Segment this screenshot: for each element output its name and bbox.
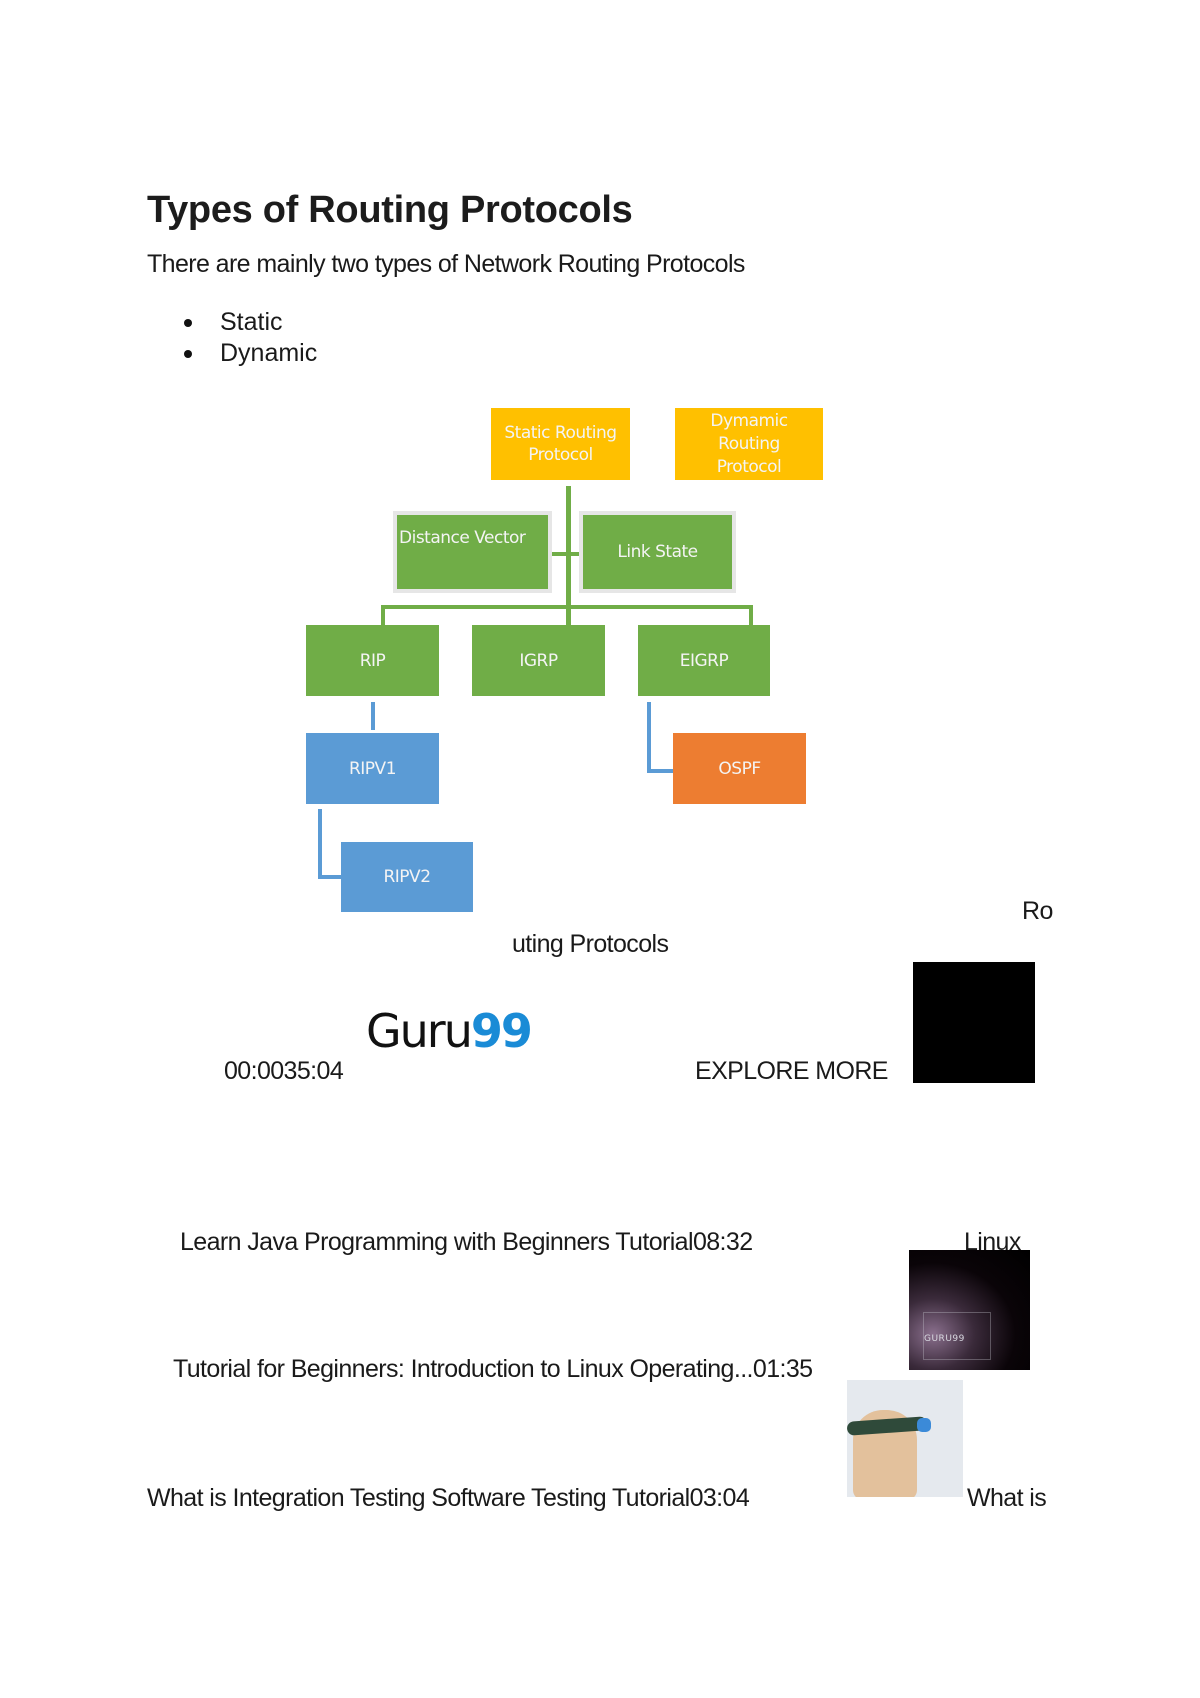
- node-ripv2: RIPV2: [341, 842, 473, 912]
- thumbnail-card-shape: [923, 1312, 991, 1360]
- bullet-icon: [184, 350, 192, 358]
- related-video-title[interactable]: Learn Java Programming with Beginners Tu…: [180, 1228, 753, 1256]
- related-video-title[interactable]: What is Integration Testing Software Tes…: [147, 1484, 750, 1512]
- bullet-icon: [184, 319, 192, 327]
- explore-more-link[interactable]: EXPLORE MORE: [695, 1057, 888, 1085]
- node-distance-vector: Distance Vector: [393, 511, 552, 593]
- linux-tutorial-thumbnail[interactable]: GURU99: [909, 1250, 1030, 1370]
- page-title: Types of Routing Protocols: [147, 189, 633, 231]
- node-ripv1: RIPV1: [306, 733, 439, 804]
- connector-line: [647, 769, 673, 773]
- connector-line: [647, 702, 651, 772]
- intro-paragraph: There are mainly two types of Network Ro…: [147, 250, 745, 278]
- connector-line: [381, 605, 753, 609]
- video-time: 00:0035:04: [224, 1057, 344, 1085]
- guru99-logo: Guru99: [366, 1004, 533, 1058]
- connector-line: [552, 552, 583, 556]
- routing-types-list: Static Dynamic: [147, 307, 317, 369]
- connector-line: [371, 702, 375, 730]
- connector-line: [318, 875, 341, 879]
- pen-tip-shape: [917, 1418, 931, 1432]
- node-link-state: Link State: [579, 511, 736, 593]
- node-eigrp: EIGRP: [638, 625, 770, 696]
- caption-fragment: uting Protocols: [512, 930, 669, 958]
- connector-line: [381, 605, 385, 625]
- node-static-routing-protocol: Static Routing Protocol: [491, 408, 630, 480]
- list-item: Dynamic: [147, 338, 317, 369]
- integration-testing-thumbnail[interactable]: [847, 1380, 963, 1497]
- list-item: Static: [147, 307, 317, 338]
- connector-line: [749, 605, 753, 625]
- node-igrp: IGRP: [472, 625, 605, 696]
- caption-fragment: Ro: [1022, 897, 1053, 925]
- related-video-title[interactable]: What is: [967, 1484, 1047, 1512]
- connector-line: [318, 809, 322, 878]
- video-thumbnail[interactable]: [913, 962, 1035, 1083]
- node-ospf: OSPF: [673, 733, 806, 804]
- node-dynamic-routing-protocol: Dymamic Routing Protocol: [675, 408, 823, 480]
- related-video-title[interactable]: Tutorial for Beginners: Introduction to …: [173, 1355, 813, 1383]
- node-rip: RIP: [306, 625, 439, 696]
